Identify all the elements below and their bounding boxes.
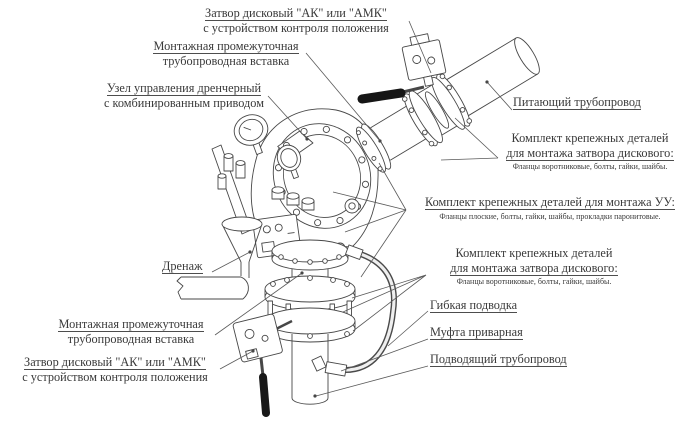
- label-insert-bottom: Монтажная промежуточная трубопроводная в…: [58, 317, 204, 346]
- label-kit-valve-top: Комплект крепежных деталей для монтажа з…: [506, 131, 674, 172]
- label-valve-top: Затвор дисковый "АК" или "АМК" с устройс…: [203, 6, 389, 35]
- label-insert-top: Монтажная промежуточная трубопроводная в…: [153, 39, 299, 68]
- label-welded-coupling: Муфта приварная: [430, 325, 523, 340]
- label-control-unit: Узел управления дренчерный с комбинирова…: [103, 81, 265, 110]
- label-valve-bottom: Затвор дисковый "АК" или "АМК" с устройс…: [22, 355, 208, 384]
- supply-pipe: [291, 334, 329, 405]
- top-valve-lever: [357, 85, 425, 104]
- pressure-gauge-small: [276, 144, 302, 180]
- leader-lines: [211, 20, 513, 398]
- label-kit-valve-bottom: Комплект крепежных деталей для монтажа з…: [450, 246, 618, 287]
- drain-assembly: [176, 216, 263, 300]
- label-feeding-pipeline: Питающий трубопровод: [513, 95, 641, 110]
- label-flexible-hose: Гибкая подводка: [430, 298, 518, 313]
- welded-coupling-fitting: [311, 355, 327, 372]
- top-valve-assembly: [356, 37, 540, 173]
- position-control-device: [401, 33, 447, 87]
- label-kit-uu: Комплект крепежных деталей для монтажа У…: [425, 195, 675, 221]
- label-supply-pipeline: Подводящий трубопровод: [430, 352, 567, 367]
- pressure-gauge-large: [233, 114, 269, 155]
- bottom-valve: [232, 313, 293, 417]
- vertical-flange-joint: [264, 275, 356, 343]
- label-drain: Дренаж: [162, 259, 203, 274]
- flexible-hose: [311, 244, 397, 377]
